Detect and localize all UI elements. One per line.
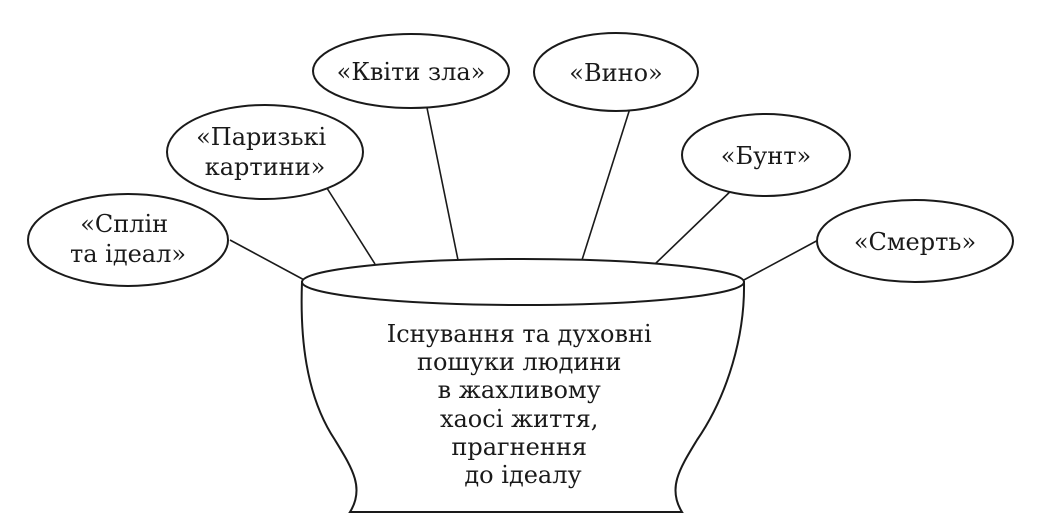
node-splin-ellipse <box>27 193 229 287</box>
center-line-1: Існування та духовні <box>387 320 652 348</box>
goblet-body <box>300 281 746 513</box>
node-paryzki: «Паризькі картини» <box>166 104 364 200</box>
node-bunt: «Бунт» <box>681 113 851 197</box>
node-vyno-ellipse <box>533 32 699 112</box>
node-kvity: «Квіти зла» <box>312 33 510 109</box>
goblet-rim <box>301 258 745 306</box>
node-splin-label: «Сплін та ідеал» <box>70 210 186 268</box>
node-smert-label: «Смерть» <box>854 228 976 256</box>
node-splin-line-1: «Сплін <box>80 210 168 238</box>
connectors <box>229 97 823 283</box>
node-paryzki-line-2: картини» <box>205 153 326 181</box>
node-paryzki-line-1: «Паризькі <box>196 123 326 151</box>
node-paryzki-label: «Паризькі картини» <box>196 123 334 181</box>
node-kvity-label: «Квіти зла» <box>337 58 486 86</box>
node-kvity-line-1: «Квіти зла» <box>337 58 486 86</box>
connector-bunt <box>654 185 737 265</box>
node-vyno-line-1: «Вино» <box>569 59 662 87</box>
connector-splin <box>229 239 309 283</box>
node-vyno: «Вино» <box>533 32 699 112</box>
node-paryzki-ellipse <box>166 104 364 200</box>
node-bunt-line-1: «Бунт» <box>721 142 811 170</box>
center-line-6: до ідеалу <box>464 461 581 489</box>
node-bunt-ellipse <box>681 113 851 197</box>
center-text: Існування та духовні пошуки людини в жах… <box>387 320 660 489</box>
connector-smert <box>741 237 823 282</box>
connector-paryzki <box>324 184 376 265</box>
connector-vyno <box>581 101 633 261</box>
node-kvity-ellipse <box>312 33 510 109</box>
node-vyno-label: «Вино» <box>569 59 662 87</box>
node-smert-ellipse <box>816 199 1014 283</box>
node-splin: «Сплін та ідеал» <box>27 193 229 287</box>
center-goblet: Існування та духовні пошуки людини в жах… <box>300 258 746 513</box>
node-smert: «Смерть» <box>816 199 1014 283</box>
center-line-5: прагнення <box>451 433 587 461</box>
center-line-3: в жахливому <box>438 376 601 404</box>
center-line-4: хаосі життя, <box>440 405 598 433</box>
node-splin-line-2: та ідеал» <box>70 240 186 268</box>
node-smert-line-1: «Смерть» <box>854 228 976 256</box>
connector-kvity <box>424 97 459 261</box>
center-line-2: пошуки людини <box>417 348 621 376</box>
node-bunt-label: «Бунт» <box>721 142 811 170</box>
